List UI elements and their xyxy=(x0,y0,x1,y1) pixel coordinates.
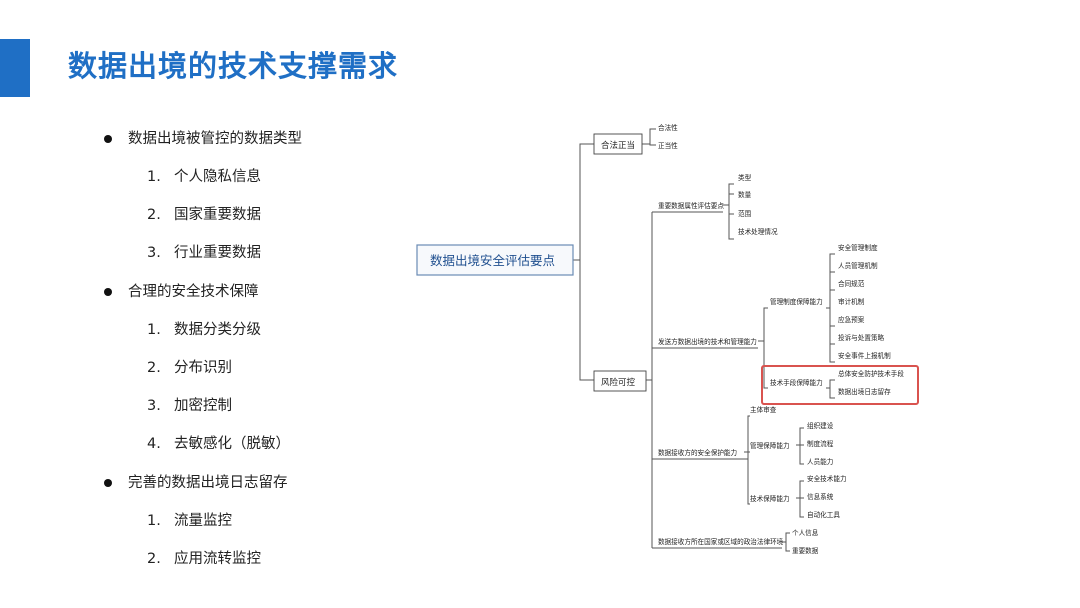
sub-item-text: 个人隐私信息 xyxy=(174,169,261,185)
node-sender-capability: 发送方数据出境的技术和管理能力 xyxy=(658,337,757,346)
node-receiver-tech: 技术保障能力 xyxy=(750,494,790,503)
node-legal: 合法正当 xyxy=(601,140,635,151)
sub-item-text: 去敏感化（脱敏） xyxy=(174,436,290,452)
bullet-dot-icon xyxy=(104,288,112,296)
connector xyxy=(782,532,790,552)
mindmap-diagram: 数据出境安全评估要点 合法正当 风险可控 合法性 正当性 重要数据属性评估要点 … xyxy=(412,108,932,578)
bullet-dot-icon xyxy=(104,135,112,143)
sub-item-text: 应用流转监控 xyxy=(174,551,261,567)
sub-item-text: 加密控制 xyxy=(174,398,232,414)
sub-item-text: 数据分类分级 xyxy=(174,322,261,338)
node-important-item: 数量 xyxy=(738,190,752,199)
mindmap-svg: 数据出境安全评估要点 合法正当 风险可控 合法性 正当性 重要数据属性评估要点 … xyxy=(416,123,919,555)
node-mgmt-item: 投诉与处置策略 xyxy=(838,333,885,342)
sub-item-number: 3. xyxy=(147,398,161,414)
connector xyxy=(826,253,835,363)
sub-item-number: 2. xyxy=(147,360,161,376)
node-env-item: 重要数据 xyxy=(792,546,819,555)
node-receiver-mgmt-item: 制度流程 xyxy=(807,439,834,448)
connector xyxy=(744,415,750,505)
node-env: 数据接收方所在国家或区域的政治法律环境 xyxy=(658,537,784,546)
sub-item-text: 流量监控 xyxy=(174,513,232,529)
node-important-item: 技术处理情况 xyxy=(738,227,778,236)
node-mgmt-item: 人员管理机制 xyxy=(838,261,878,270)
bullet-text: 合理的安全技术保障 xyxy=(128,284,259,300)
node-tech-item: 总体安全防护技术手段 xyxy=(838,369,904,378)
connector xyxy=(723,183,734,240)
connector xyxy=(579,260,594,381)
connector xyxy=(758,307,768,389)
node-env-item: 个人信息 xyxy=(792,528,819,537)
node-receiver-mgmt-item: 人员能力 xyxy=(807,457,833,466)
node-mgmt-item: 安全事件上报机制 xyxy=(838,351,891,360)
connector xyxy=(796,480,804,518)
sub-item-number: 4. xyxy=(147,436,161,452)
sub-item-number: 3. xyxy=(147,245,161,261)
connector xyxy=(573,143,594,261)
node-tech-item: 数据出境日志留存 xyxy=(838,387,891,396)
slide-title: 数据出境的技术支撑需求 xyxy=(68,49,399,83)
node-receiver-tech-item: 信息系统 xyxy=(807,492,834,501)
sub-item-number: 2. xyxy=(147,551,161,567)
sub-item-number: 1. xyxy=(147,322,161,338)
connector xyxy=(826,379,835,399)
mindmap-root: 数据出境安全评估要点 xyxy=(430,253,555,268)
node-mgmt-item: 合同规范 xyxy=(838,279,865,288)
sub-item-text: 行业重要数据 xyxy=(174,245,261,261)
highlight-box xyxy=(761,365,919,405)
sub-item-text: 国家重要数据 xyxy=(174,207,261,223)
node-receiver-tech-item: 安全技术能力 xyxy=(807,474,847,483)
node-receiver-subject: 主体审查 xyxy=(750,405,777,414)
node-legal-item: 合法性 xyxy=(658,123,678,132)
node-mgmt-capability: 管理制度保障能力 xyxy=(770,297,823,306)
connector xyxy=(646,212,653,548)
bullet-text: 数据出境被管控的数据类型 xyxy=(128,131,302,147)
node-mgmt-item: 应急预案 xyxy=(838,315,865,324)
node-important-item: 范围 xyxy=(738,209,752,218)
bullet-text: 完善的数据出境日志留存 xyxy=(128,475,288,491)
bullet-dot-icon xyxy=(104,479,112,487)
title-accent-bar xyxy=(0,39,30,97)
connector xyxy=(642,128,656,146)
node-mgmt-item: 审计机制 xyxy=(838,297,865,306)
connector xyxy=(796,427,804,465)
node-receiver-mgmt: 管理保障能力 xyxy=(750,441,790,450)
node-important-data: 重要数据属性评估要点 xyxy=(658,201,724,210)
node-risk: 风险可控 xyxy=(601,377,636,388)
node-receiver-mgmt-item: 组织建设 xyxy=(807,421,834,430)
mindmap-root-box xyxy=(416,244,574,276)
node-receiver-tech-item: 自动化工具 xyxy=(807,510,840,519)
sub-item-number: 1. xyxy=(147,169,161,185)
node-legal-item: 正当性 xyxy=(658,141,678,150)
node-box-legal xyxy=(593,133,643,155)
node-box-risk xyxy=(593,370,647,392)
node-important-item: 类型 xyxy=(738,173,752,182)
sub-item-number: 1. xyxy=(147,513,161,529)
sub-item-number: 2. xyxy=(147,207,161,223)
node-mgmt-item: 安全管理制度 xyxy=(838,243,878,252)
node-tech-capability: 技术手段保障能力 xyxy=(770,378,823,387)
node-receiver-capability: 数据接收方的安全保护能力 xyxy=(658,448,737,457)
bullet-list: 数据出境被管控的数据类型 1. 个人隐私信息 2. 国家重要数据 3. 行业重要… xyxy=(104,0,424,608)
mindmap-connectors xyxy=(573,128,835,552)
sub-item-text: 分布识别 xyxy=(174,360,232,376)
